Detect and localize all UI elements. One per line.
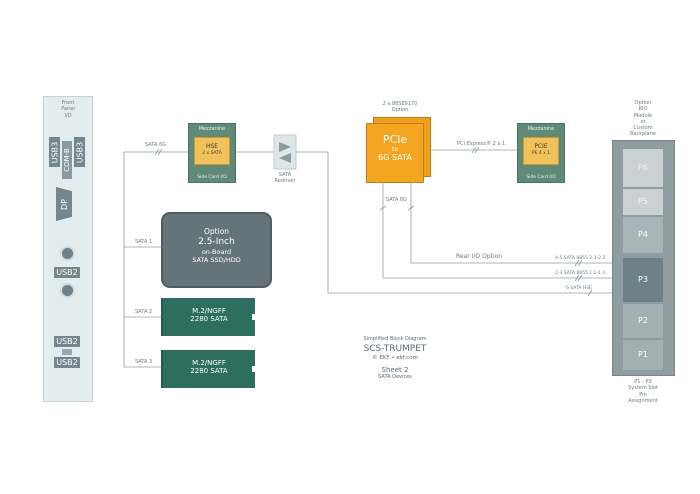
panel-led-icon: [62, 248, 73, 259]
m2-module-b: M.2/NGFF 2280 SATA: [161, 350, 258, 388]
pcie-mezzanine-footer: Side Card I/O: [526, 175, 556, 180]
diagram-caption: Simplified Block Diagram SCS-TRUMPET © E…: [363, 336, 427, 380]
sata-6g-mid-label: SATA 6G: [386, 197, 408, 203]
redriver-icon: [273, 134, 297, 170]
slot-p6: P6: [623, 149, 663, 187]
pcie-note: 2 x 88SE9170 Option: [382, 101, 418, 114]
slot-p1: P1: [623, 340, 663, 370]
com-b-port: COM-B: [62, 141, 72, 179]
pcie-mezzanine-title: Mezzanine: [527, 126, 555, 132]
hse-mezzanine: Mezzanine HSE 2 x SATA Side Card I/O: [188, 123, 236, 183]
pcie-mezz-chip: PCIE PE 4 x 1: [523, 137, 559, 165]
slot-p5: P5: [623, 189, 663, 215]
hse-mezzanine-footer: Side Card I/O: [197, 175, 227, 180]
usb2-port-b: USB2: [54, 336, 80, 347]
backplane: P6 P5 P4 P3 P2 P1: [612, 140, 675, 376]
hse-mezzanine-title: Mezzanine: [198, 126, 226, 132]
usb3-port-b: USB3: [74, 137, 85, 167]
dp-port: DP: [56, 187, 72, 221]
front-panel-title: Front Panel I/O: [61, 100, 75, 119]
route-label-1: 4-5 SATA 8855 2-1-2 2: [555, 256, 606, 261]
m2-module-a: M.2/NGFF 2280 SATA: [161, 298, 258, 336]
slot-note: P1 - P3 System Slot Pin Assignment: [628, 379, 658, 404]
usb2-port-a: USB2: [54, 267, 80, 278]
pci-express-label: PCI Express® 2 x 1: [457, 141, 506, 147]
sata-6g-label: SATA 6G: [145, 142, 167, 148]
route-label-3: 6 SATA HSE: [566, 286, 592, 291]
hse-chip: HSE 2 x SATA: [194, 137, 230, 165]
panel-led-icon: [62, 285, 73, 296]
slot-p4: P4: [623, 217, 663, 253]
front-panel: Front Panel I/O USB3 COM-B USB3 DP USB2 …: [43, 96, 93, 402]
usb-divider-icon: [62, 349, 72, 355]
rear-io-label: Rear I/O Option: [456, 253, 503, 260]
slot-p2: P2: [623, 304, 663, 338]
backplane-note: Option RIO Module or Custom Backplane: [629, 100, 656, 138]
usb2-port-c: USB2: [54, 357, 80, 368]
route-label-2: 2-3 SATA 8855 1 1-1 2: [555, 271, 606, 276]
slot-p3: P3: [623, 258, 663, 302]
usb3-port-a: USB3: [49, 137, 60, 167]
sata2-label: SATA 2: [135, 309, 153, 315]
pcie-to-sata-chip: PCIe to 6G SATA: [366, 123, 424, 183]
option-ssd-hdd-block: Option 2.5-Inch on-Board SATA SSD/HDD: [161, 212, 272, 288]
sata1-label: SATA 1: [135, 239, 153, 245]
pcie-mezzanine: Mezzanine PCIE PE 4 x 1 Side Card I/O: [517, 123, 565, 183]
redriver-label: SATA Redriver: [274, 172, 296, 185]
sata3-label: SATA 3: [135, 359, 153, 365]
